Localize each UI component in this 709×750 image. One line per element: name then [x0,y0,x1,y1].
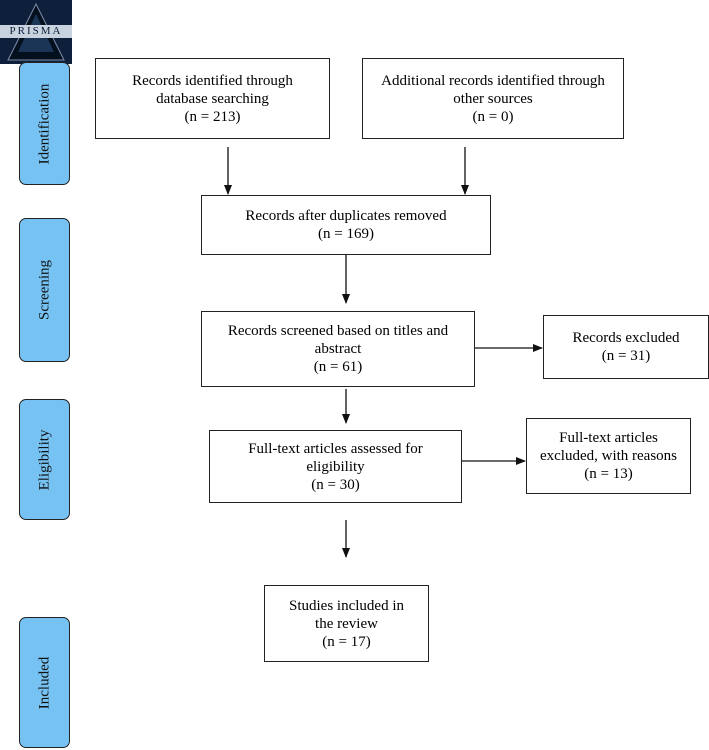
stage-included: Included [19,617,70,748]
prisma-logo: PRISMA [0,0,72,64]
box-records-excluded: Records excluded (n = 31) [543,315,709,379]
box-count: (n = 13) [584,466,633,482]
box-full-text-excluded: Full-text articles excluded, with reason… [526,418,691,494]
box-studies-included: Studies included in the review (n = 17) [264,585,429,662]
box-text: Full-text articles assessed for [248,440,423,457]
box-text: abstract [314,341,362,357]
box-duplicates-removed: Records after duplicates removed (n = 16… [201,195,491,255]
box-count: (n = 31) [601,348,651,364]
box-text: Additional records identified through [381,72,605,89]
box-full-text-assessed: Full-text articles assessed for eligibil… [209,430,462,503]
stage-identification: Identification [19,62,70,185]
box-other-sources: Additional records identified through ot… [362,58,624,139]
box-text: database searching [156,90,269,107]
box-text: Full-text articles [559,430,658,446]
box-text: Records screened based on titles and [227,323,449,339]
stage-screening: Screening [19,218,70,362]
box-text: eligibility [306,458,365,475]
box-text: excluded, with reasons [539,448,678,464]
box-count: (n = 17) [322,633,371,650]
box-count: (n = 213) [184,108,241,125]
logo-text: PRISMA [0,25,72,38]
box-count: (n = 169) [318,226,374,242]
box-text: Records excluded [572,330,680,346]
box-count: (n = 30) [311,476,360,493]
stage-eligibility: Eligibility [19,399,70,520]
box-count: (n = 0) [472,108,514,125]
box-count: (n = 61) [313,359,363,375]
box-text: Records after duplicates removed [245,208,447,224]
box-text: Studies included in [289,597,404,614]
box-text: the review [315,615,378,632]
box-text: other sources [453,90,533,107]
box-text: Records identified through [132,72,293,89]
box-database-search: Records identified through database sear… [95,58,330,139]
box-records-screened: Records screened based on titles and abs… [201,311,475,387]
